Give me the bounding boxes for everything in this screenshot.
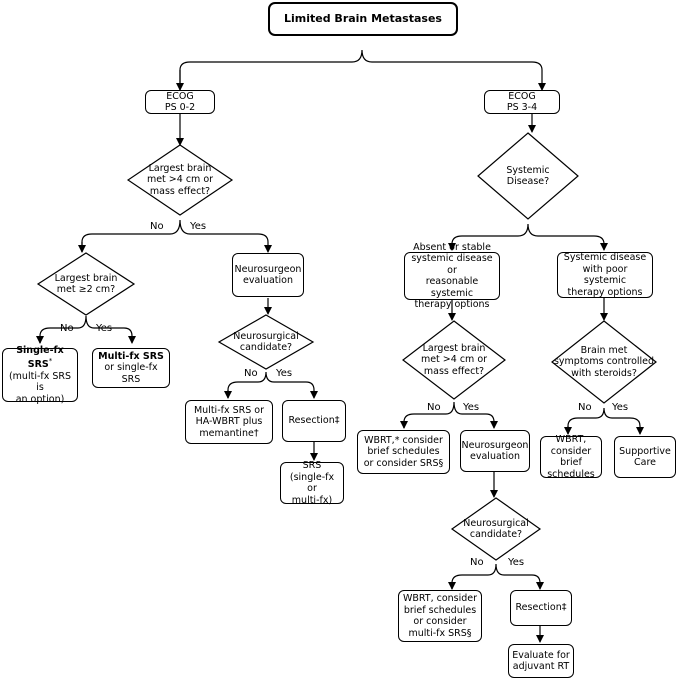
diamond-right-cand-text: Neurosurgical candidate?	[463, 517, 529, 541]
diamond-right-cand	[450, 497, 542, 561]
wbrt-multi-srs-box: WBRT, consider brief schedules or consid…	[398, 590, 482, 642]
diamond-left-large	[126, 144, 234, 216]
supportive-care-box: Supportive Care	[614, 436, 676, 478]
title-text: Limited Brain Metastases	[284, 12, 442, 26]
diamond-left-2cm-text: Largest brain met ≥2 cm?	[54, 272, 118, 296]
wbrt-srs-box: WBRT,* consider brief schedules or consi…	[357, 430, 450, 474]
diamond-right-systemic-text: Systemic Disease?	[506, 164, 550, 188]
label-yes: Yes	[463, 402, 480, 413]
label-no: No	[470, 557, 484, 568]
diamond-left-2cm	[36, 252, 136, 316]
srs-box: SRS (single-fx or multi-fx)	[280, 460, 344, 506]
label-no: No	[578, 402, 592, 413]
ecog-left-box: ECOG PS 0-2	[145, 90, 215, 114]
label-yes: Yes	[612, 402, 629, 413]
poor-options-box: Systemic disease with poor systemic ther…	[557, 252, 653, 298]
ecog-right-box: ECOG PS 3-4	[484, 90, 560, 114]
brace-top	[179, 49, 546, 91]
label-no: No	[427, 402, 441, 413]
diamond-left-cand	[217, 314, 315, 370]
title-box: Limited Brain Metastases	[268, 2, 458, 36]
diamond-right-systemic	[477, 132, 579, 220]
diamond-left-large-text: Largest brain met >4 cm or mass effect?	[146, 162, 214, 197]
label-yes: Yes	[508, 557, 525, 568]
adjuvant-rt-box: Evaluate for adjuvant RT	[508, 644, 574, 678]
label-no: No	[60, 323, 74, 334]
diamond-right-large-text: Largest brain met >4 cm or mass effect?	[420, 342, 488, 377]
single-fx-srs-box: Single-fx SRS* (multi-fx SRS is an optio…	[2, 345, 78, 405]
label-yes: Yes	[276, 368, 293, 379]
resection-left-box: Resection‡	[282, 400, 346, 442]
diamond-right-steroids-text: Brain met symptoms controlled with stero…	[553, 344, 655, 379]
wbrt-brief-box: WBRT, consider brief schedules	[540, 434, 602, 480]
diamond-left-cand-text: Neurosurgical candidate?	[233, 330, 299, 354]
multi-fx-ha-wbrt-box: Multi-fx SRS or HA-WBRT plus memantine†	[185, 400, 273, 444]
resection-right-box: Resection‡	[510, 590, 572, 626]
label-no: No	[244, 368, 258, 379]
neurosurgeon-eval-right-box: Neurosurgeon evaluation	[460, 430, 530, 472]
multi-fx-srs-box: Multi-fx SRS or single-fx SRS	[92, 348, 170, 388]
label-no: No	[150, 221, 164, 232]
diamond-right-large	[402, 320, 506, 400]
diamond-right-steroids	[551, 320, 657, 404]
absent-stable-box: Absent or stable systemic disease or rea…	[404, 242, 500, 310]
neurosurgeon-eval-left-box: Neurosurgeon evaluation	[232, 253, 304, 297]
label-yes: Yes	[96, 323, 113, 334]
label-yes: Yes	[190, 221, 207, 232]
